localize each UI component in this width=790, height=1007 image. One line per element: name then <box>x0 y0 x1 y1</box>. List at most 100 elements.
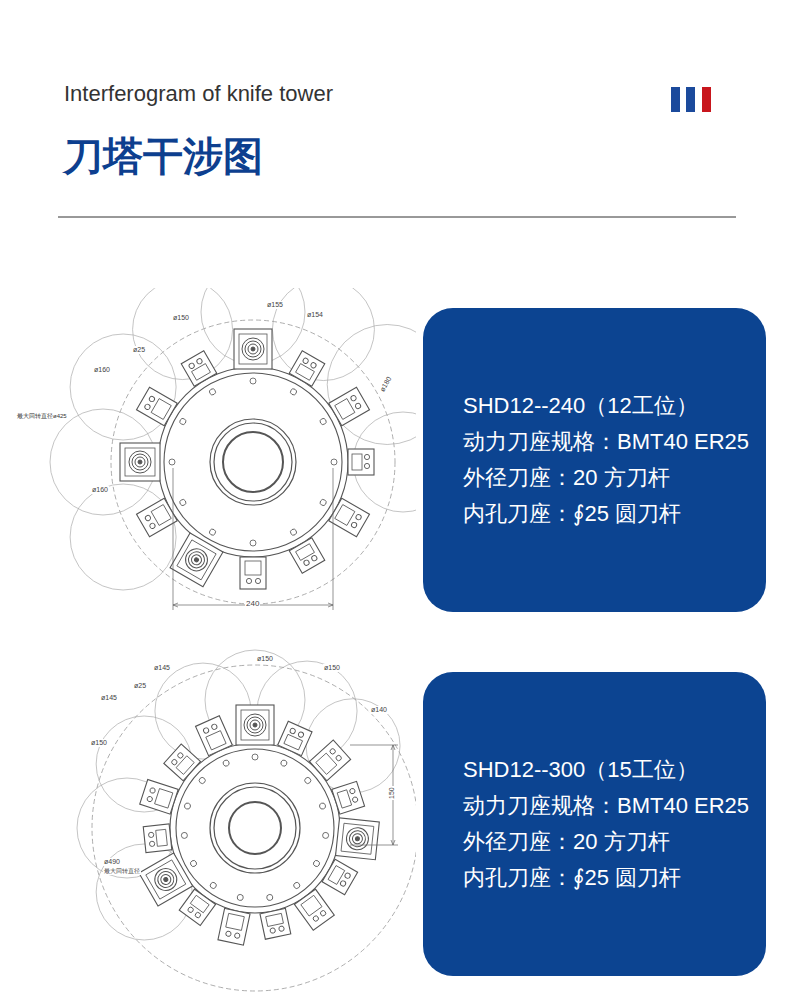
tool-holder <box>245 561 261 575</box>
tool-holder <box>181 351 217 387</box>
dimension-label: ø160 <box>93 366 111 374</box>
collet <box>355 837 359 841</box>
tool-station <box>284 875 334 930</box>
tool-holder <box>294 889 334 930</box>
tool-station <box>271 721 312 771</box>
tool-holder <box>176 756 194 775</box>
collet <box>181 545 211 575</box>
dimension-line <box>173 603 178 605</box>
bolt <box>319 417 327 425</box>
screw <box>350 395 357 402</box>
tool-station <box>316 781 365 819</box>
interference-circle <box>70 334 176 440</box>
tool-holder <box>335 399 355 420</box>
tool-station <box>170 520 230 587</box>
collet <box>242 338 264 360</box>
screw <box>148 832 154 838</box>
screw <box>246 578 251 583</box>
interference-circle <box>50 409 156 515</box>
power-tool-holder <box>239 334 267 364</box>
tool-station <box>143 822 188 852</box>
spec-line: 外径刀座：20 方刀杆 <box>463 824 754 860</box>
screw <box>194 911 201 918</box>
collet <box>352 833 363 844</box>
screw <box>211 723 218 730</box>
tool-holder <box>296 364 315 381</box>
turret-bore <box>214 787 296 869</box>
dimension-line <box>173 468 174 610</box>
tool-holder <box>156 829 168 846</box>
turret-bore <box>214 423 292 501</box>
spec-line: 动力刀座规格：BMT40 ER25 <box>463 424 754 460</box>
power-tool-holder <box>341 823 374 854</box>
collet <box>194 557 199 562</box>
spec-line: 内孔刀座：∮25 圆刀杆 <box>463 496 754 532</box>
screw <box>364 454 369 459</box>
screw <box>364 463 369 468</box>
screw <box>351 521 358 528</box>
tool-holder <box>140 779 178 814</box>
collet <box>190 553 204 567</box>
dimension-line <box>393 840 395 845</box>
tool-holder <box>328 866 345 885</box>
dimension-line <box>391 745 393 750</box>
tool-holder <box>316 753 337 774</box>
turret-bore <box>210 783 300 873</box>
tool-station <box>236 705 274 760</box>
collet <box>253 723 257 727</box>
screw <box>171 758 178 765</box>
divider-line <box>58 217 736 218</box>
power-tool-holder <box>336 818 380 860</box>
tool-holder <box>196 716 233 756</box>
dimension-label: ø180 <box>378 374 394 393</box>
tool-station <box>120 443 175 481</box>
tool-holder <box>348 449 374 475</box>
collet <box>248 344 258 354</box>
dimension-label: ø25 <box>133 682 147 690</box>
spec-panel: SHD12--300（15工位）动力刀座规格：BMT40 ER25外径刀座：20… <box>423 672 766 976</box>
tool-station <box>314 387 369 434</box>
dimension-line <box>350 745 398 746</box>
bolt <box>179 498 187 506</box>
collet <box>345 827 369 851</box>
collet <box>245 341 261 357</box>
tool-holder <box>143 824 172 853</box>
dimension-line <box>333 468 334 610</box>
screw <box>329 748 336 755</box>
dimension-label: 最大回转直径 <box>103 868 141 875</box>
page-title: 刀塔干涉图 <box>63 130 263 182</box>
tool-station <box>307 851 357 895</box>
tool-holder <box>240 557 266 589</box>
tool-station <box>321 816 380 860</box>
dimension-label: ø140 <box>370 706 388 714</box>
tool-holder <box>337 790 351 808</box>
bolt <box>208 388 216 396</box>
dimension-label: 最大回转直径ø425 <box>16 413 68 420</box>
dimension-label: ø490 <box>103 858 121 866</box>
bolt <box>181 832 188 839</box>
bolt <box>293 881 301 889</box>
power-tool-holder <box>139 853 193 906</box>
dimension-lines <box>173 468 398 845</box>
bolt <box>312 859 320 867</box>
tool-holder <box>329 498 370 537</box>
collet <box>132 454 148 470</box>
screw <box>177 752 184 759</box>
screw <box>340 880 347 887</box>
bolt <box>319 498 327 506</box>
power-tool-holder <box>125 448 155 476</box>
bolt <box>289 388 297 396</box>
screw <box>149 787 156 794</box>
interference-circle <box>70 484 176 590</box>
dimension-line <box>350 845 398 846</box>
dimension-label: 150 <box>388 786 396 800</box>
screw <box>196 358 203 365</box>
bolt <box>237 894 244 901</box>
bolt <box>189 859 197 867</box>
turret-disc <box>176 749 334 907</box>
screw <box>303 559 310 566</box>
power-tool-holder <box>241 710 269 740</box>
screw <box>270 927 276 933</box>
bolt <box>331 459 337 465</box>
bolt <box>280 759 288 767</box>
